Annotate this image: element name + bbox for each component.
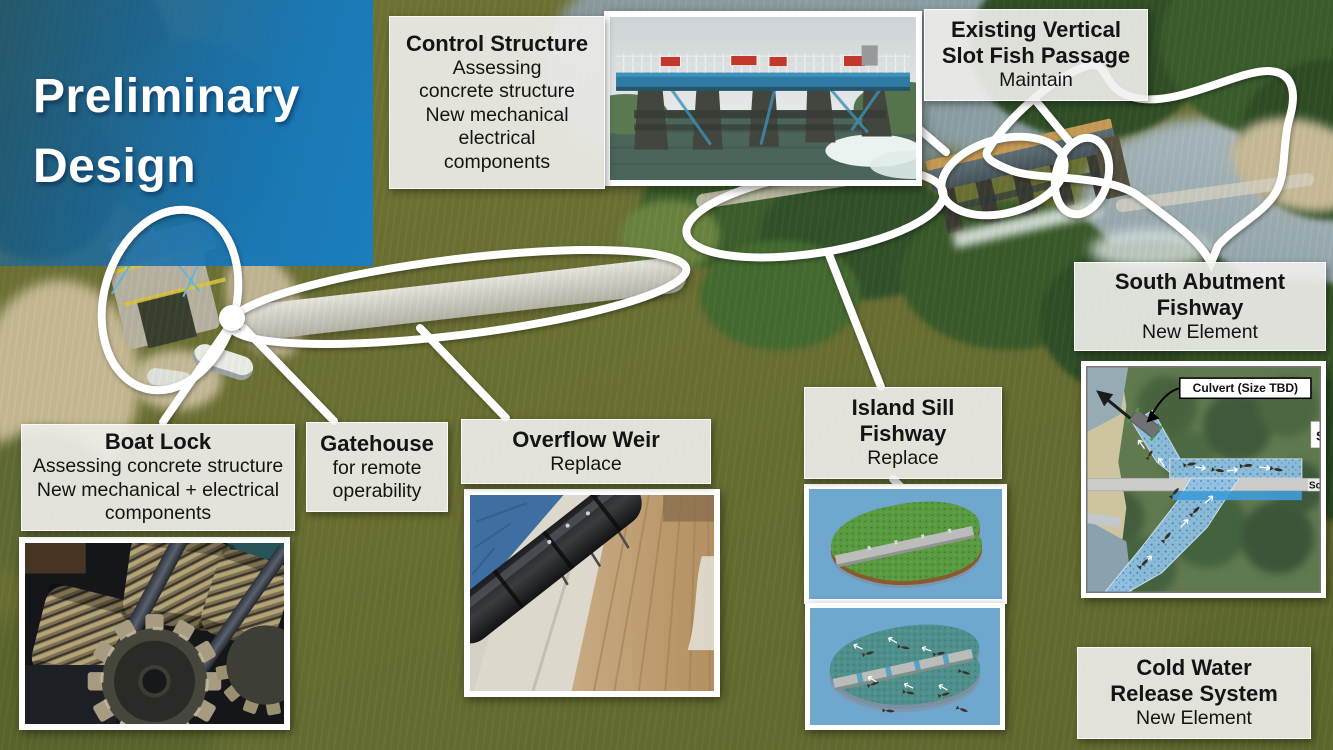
culvert-label: Culvert (Size TBD) — [1193, 381, 1298, 395]
boat-lock-ellipse — [97, 205, 243, 395]
connector-boat-lock — [159, 324, 232, 426]
callout-boat-lock: Boat Lock Assessing concrete structure N… — [21, 424, 295, 531]
connector-fish-passage — [1032, 97, 1074, 146]
page-title: Preliminary Design — [33, 62, 300, 202]
connector-overflow-weir — [416, 324, 510, 422]
island-sill-proposed-art — [810, 608, 1000, 725]
overflow-weir-photo — [464, 489, 720, 697]
callout-line: components — [104, 502, 212, 525]
callout-overflow-weir: Overflow Weir Replace — [461, 419, 711, 484]
callout-line: New mechanical — [425, 103, 569, 126]
callout-line: Assessing concrete structure — [32, 455, 284, 478]
callout-title: Gatehouse — [320, 430, 434, 456]
junction-dot — [219, 305, 245, 331]
clipped-label-top: S — [1316, 429, 1321, 444]
callout-title: Overflow Weir — [512, 426, 660, 452]
connector-control-photo — [914, 124, 950, 156]
callout-line: electrical — [458, 127, 536, 150]
overflow-weir-ellipse — [225, 246, 691, 348]
callout-line: for remote — [332, 456, 422, 479]
title-line-2: Design — [33, 140, 197, 193]
island-sill-diagram-existing — [804, 484, 1007, 604]
callout-title: South Abutment — [1114, 268, 1286, 294]
callout-note: New Element — [1136, 707, 1252, 730]
callout-control-structure: Control Structure Assessing concrete str… — [389, 16, 605, 189]
callout-island-sill-fishway: Island Sill Fishway Replace — [804, 387, 1002, 479]
callout-title: Cold Water — [1136, 655, 1252, 681]
title-line-1: Preliminary — [33, 70, 300, 123]
callout-cold-water-release: Cold Water Release System New Element — [1077, 647, 1311, 739]
callout-line: operability — [332, 479, 422, 502]
callout-existing-fish-passage: Existing Vertical Slot Fish Passage Main… — [924, 9, 1148, 101]
callout-line: Assessing — [452, 57, 542, 79]
callout-title: Boat Lock — [104, 429, 212, 455]
clipped-road-label-box — [1307, 478, 1321, 492]
title-panel: Preliminary Design — [0, 0, 373, 266]
callout-title: Release System — [1110, 681, 1278, 707]
callout-line: concrete structure — [418, 80, 576, 103]
control-structure-photo — [604, 11, 922, 186]
connector-gatehouse — [240, 324, 338, 425]
boat-lock-photo — [19, 537, 290, 730]
callout-title: Island Sill — [851, 395, 955, 421]
south-abutment-diagram-art: Culvert (Size TBD) S Sc — [1086, 366, 1321, 593]
control-structure-photo-art — [610, 17, 916, 180]
callout-title: Control Structure — [405, 31, 589, 57]
callout-title: Fishway — [1156, 294, 1244, 320]
culvert-label-box — [1179, 377, 1312, 400]
clipped-label-box — [1310, 421, 1321, 448]
callout-title: Fishway — [859, 421, 947, 447]
overflow-weir-photo-art — [470, 495, 714, 691]
clipped-label-road: Sc — [1309, 481, 1321, 492]
connector-island-sill — [824, 248, 885, 391]
callout-line: components — [443, 150, 551, 173]
callout-title: Slot Fish Passage — [941, 43, 1131, 69]
callout-south-abutment-fishway: South Abutment Fishway New Element — [1074, 262, 1326, 351]
callout-title: Existing Vertical — [951, 17, 1121, 43]
south-abutment-diagram: Culvert (Size TBD) S Sc — [1081, 361, 1326, 598]
boat-lock-photo-art — [25, 543, 284, 724]
callout-note: Replace — [550, 452, 622, 475]
callout-note: Replace — [867, 447, 939, 470]
callout-gatehouse: Gatehouse for remote operability — [306, 422, 448, 512]
callout-note: New Element — [1142, 320, 1258, 343]
callout-line: New mechanical + electrical — [36, 478, 280, 501]
island-sill-diagram-proposed — [805, 603, 1005, 730]
callout-note: Maintain — [999, 69, 1073, 92]
island-sill-existing-art — [809, 489, 1002, 599]
